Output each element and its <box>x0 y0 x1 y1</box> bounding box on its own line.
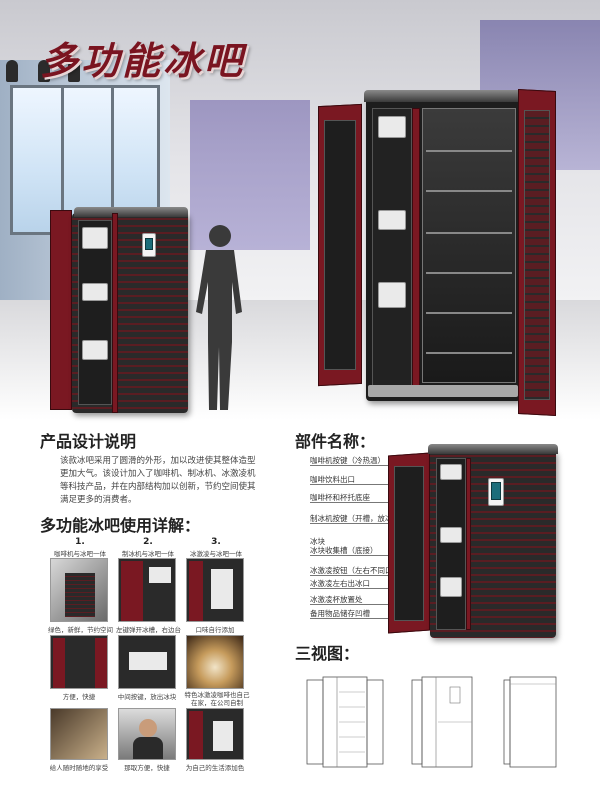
fridge-top <box>428 444 558 454</box>
coffee-machine-panel <box>378 116 406 138</box>
thumb-person-drinking <box>118 708 176 760</box>
step-number: 1. <box>75 537 85 547</box>
part-label: 冰块 <box>310 537 325 546</box>
part-label: 咖啡杯和杯托底座 <box>310 493 370 502</box>
coffee-machine-panel <box>82 227 108 249</box>
leader-line <box>310 575 430 576</box>
ice-maker-panel <box>378 210 406 230</box>
part-label: 咖啡机按键（冷热温） <box>310 456 385 465</box>
step-caption: 咖啡机与冰吧一体 <box>54 550 106 558</box>
fridge-base <box>368 385 518 397</box>
thumb-caption: 绿色，新鲜，节约空间 <box>48 626 113 634</box>
shelf <box>426 232 512 234</box>
ice-maker-panel <box>440 527 462 543</box>
thumb-caption: 特色冰激凌咖啡也自己在家，在公司自制 <box>184 691 250 707</box>
thumb-coffee-cup <box>186 635 244 689</box>
parts-heading: 部件名称： <box>295 432 376 451</box>
ice-cream-panel <box>440 577 462 597</box>
leader-line <box>310 618 430 619</box>
leader-line <box>310 523 430 524</box>
part-label: 冰块收集槽（底接） <box>310 546 378 555</box>
shelf <box>426 272 512 274</box>
fridge-render-front <box>50 205 190 415</box>
pendant-lamp-icon <box>6 60 18 82</box>
pendant-lamp-icon <box>38 60 50 82</box>
step-caption: 冰激凌与冰吧一体 <box>190 550 242 558</box>
leader-line <box>310 502 430 503</box>
thumb-ice-button <box>118 635 176 689</box>
thumb-ice-slot <box>118 558 176 622</box>
leader-line <box>310 604 430 605</box>
leader-line <box>310 465 430 466</box>
thumb-caption: 给人随时随地的享受 <box>49 764 109 772</box>
fridge-render-open <box>318 89 558 420</box>
background-cabinet <box>190 100 310 250</box>
ice-maker-panel <box>82 283 108 301</box>
thumb-caption: 中间按键，放出冰块 <box>117 693 177 701</box>
person-silhouette <box>196 225 242 410</box>
fridge-compartment <box>78 220 112 405</box>
fridge-divider <box>112 213 118 413</box>
front-view-open-drawing <box>306 676 384 768</box>
thumb-ice-cream-unit <box>186 558 244 622</box>
fridge-screen <box>491 482 501 500</box>
thumb-caption: 方便，快捷 <box>62 693 96 701</box>
fridge-divider <box>466 458 471 630</box>
thumb-cafe-scene <box>50 708 108 760</box>
design-description: 该款冰吧采用了圆滑的外形，加以改进使其整体造型更加大气。该设计加入了咖啡机、制冰… <box>60 456 256 505</box>
design-heading: 产品设计说明 <box>40 432 137 451</box>
door-storage <box>324 120 356 370</box>
ice-cream-panel <box>378 282 406 308</box>
thumb-fridge-open <box>50 635 108 689</box>
thumb-caption: 为自己的生活添加色 <box>185 764 245 772</box>
leader-line <box>310 555 430 556</box>
part-label: 制冰机按键（开槽，放冰，... <box>310 514 408 523</box>
fridge-top <box>74 207 188 217</box>
coffee-machine-panel <box>440 464 462 480</box>
part-label: 咖啡饮料出口 <box>310 475 355 484</box>
step-number: 3. <box>211 537 221 547</box>
views-heading: 三视图： <box>295 644 360 663</box>
side-view-drawing <box>503 676 557 768</box>
part-label: 备用物品储存凹槽 <box>310 609 370 618</box>
thumb-caption: 口味自行添加 <box>195 626 235 634</box>
pendant-lamp-icon <box>68 60 80 82</box>
door-storage <box>394 466 424 621</box>
part-label: 冰激凌按钮（左右不同口味冰... <box>310 566 415 575</box>
part-label: 冰激凌左右出冰口 <box>310 579 370 588</box>
step-caption: 制冰机与冰吧一体 <box>122 550 174 558</box>
fridge-screen <box>145 238 153 250</box>
thumb-fridge-closed <box>50 558 108 622</box>
door-rack <box>524 110 550 400</box>
step-number: 2. <box>143 537 153 547</box>
shelf <box>426 312 512 314</box>
part-label: 冰激凌杯放置处 <box>310 595 363 604</box>
thumb-caption: 左键弹开冰槽，右边台 <box>116 626 181 634</box>
shelf <box>426 190 512 192</box>
shelf <box>426 352 512 354</box>
usage-heading: 多功能冰吧使用详解： <box>40 516 201 535</box>
shelf <box>426 150 512 152</box>
page-title: 多功能冰吧 <box>40 39 246 83</box>
leader-line <box>310 588 430 589</box>
fridge-divider <box>412 108 420 388</box>
ice-cream-panel <box>82 340 108 360</box>
leader-line <box>310 484 430 485</box>
fridge-parts-diagram <box>388 442 558 642</box>
front-view-closed-drawing <box>411 676 473 768</box>
appliance-column <box>372 108 412 388</box>
fridge-top <box>364 90 524 102</box>
fridge-left-door <box>50 210 72 410</box>
thumb-ice-cream-dispense <box>186 708 244 760</box>
appliance-column <box>436 458 466 630</box>
thumb-caption: 那取方便，快捷 <box>124 764 170 772</box>
glass-shelving <box>422 108 516 383</box>
